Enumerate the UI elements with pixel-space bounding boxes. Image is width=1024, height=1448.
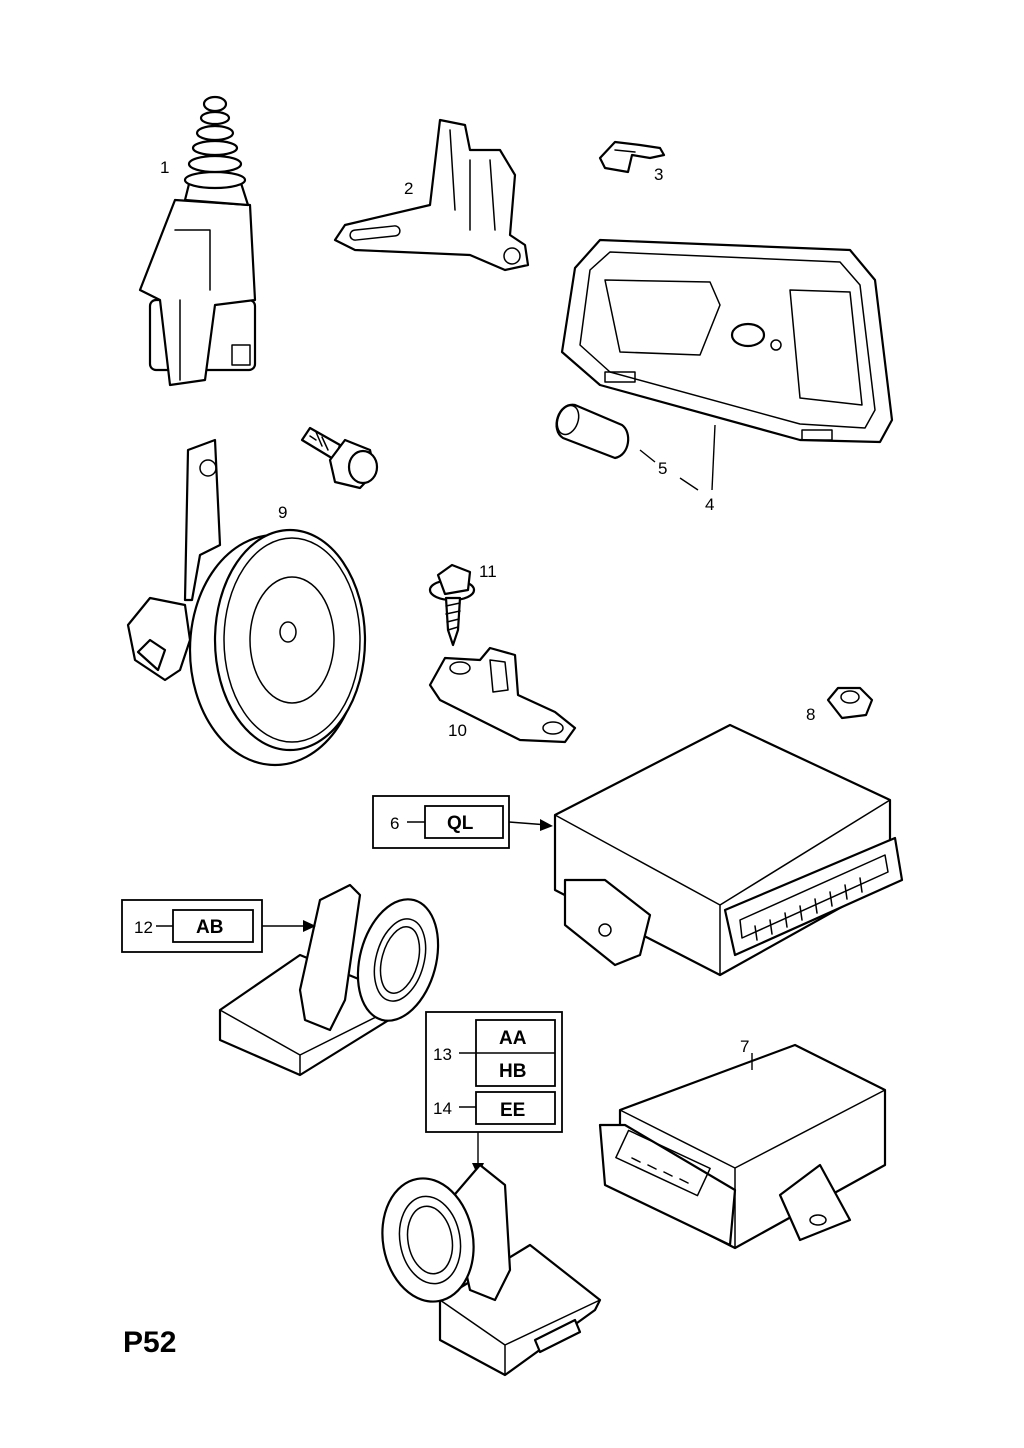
callout-8: 8 [806, 705, 815, 724]
page-code: P52 [123, 1326, 176, 1359]
part-12-sensor [218, 883, 440, 1077]
part-2-bracket [333, 118, 530, 272]
option-box-part-12 [121, 899, 316, 953]
option-code-ee: EE [500, 1100, 525, 1121]
part-6-control-module [553, 723, 904, 977]
part-3-clip [598, 140, 666, 174]
part-13-14-sensor [381, 1163, 602, 1377]
part-5-bulb [555, 403, 630, 460]
callout-1: 1 [160, 158, 169, 177]
callout-13: 13 [433, 1045, 452, 1064]
callout-7: 7 [740, 1037, 749, 1056]
part-8-nut [826, 686, 874, 720]
callout-10: 10 [448, 721, 467, 740]
part-1-boot-switch [138, 95, 257, 387]
callout-9: 9 [278, 503, 287, 522]
option-box-part-6 [372, 795, 553, 849]
part-10-bracket [428, 646, 577, 744]
callout-6: 6 [390, 814, 399, 833]
part-4-lamp-housing [560, 238, 894, 444]
part-11-screw [428, 563, 476, 647]
bolt-horn [300, 426, 379, 490]
option-code-aa: AA [499, 1028, 527, 1049]
callout-14: 14 [433, 1099, 452, 1118]
option-box-parts-13-14 [425, 1011, 563, 1176]
callout-5: 5 [658, 459, 667, 478]
callout-2: 2 [404, 179, 413, 198]
callout-12: 12 [134, 918, 153, 937]
part-9-horn [126, 438, 367, 767]
option-code-ql: QL [447, 813, 474, 834]
callout-4: 4 [705, 495, 714, 514]
part-7-alarm-module [598, 1043, 887, 1250]
option-code-ab: AB [196, 917, 223, 938]
option-code-hb: HB [499, 1061, 526, 1082]
callout-11: 11 [479, 562, 497, 581]
callout-3: 3 [654, 165, 663, 184]
